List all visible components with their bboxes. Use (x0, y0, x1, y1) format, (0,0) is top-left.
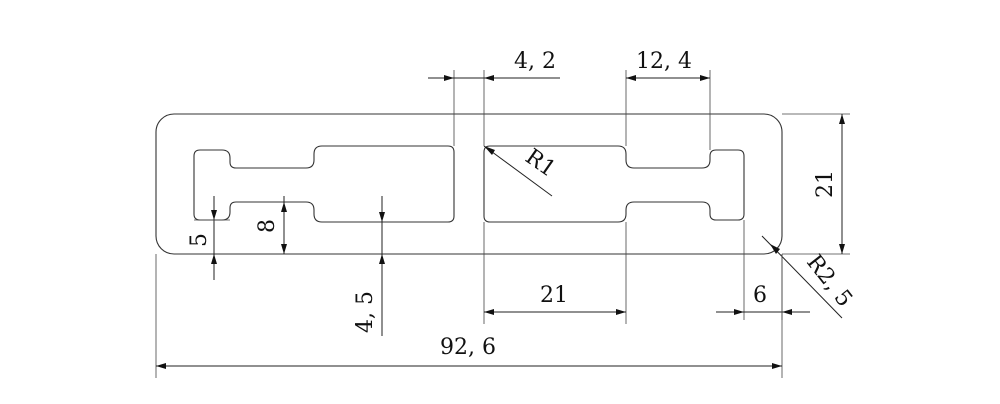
arrow-4-2-left (444, 75, 454, 81)
arrow-8-top (281, 202, 287, 212)
arrow-5-top (211, 210, 217, 220)
dim-label-8: 8 (255, 219, 280, 233)
left-cavity (193, 145, 455, 223)
arrow-4-5-bottom (379, 254, 385, 264)
leader-r1 (483, 145, 553, 197)
arrow-mid21-right (616, 309, 626, 315)
arrow-overall-right (772, 363, 782, 369)
dim-label-r2-5: R2, 5 (801, 250, 857, 312)
arrow-21-top (839, 114, 845, 124)
arrow-r1 (484, 146, 495, 155)
arrow-8-bottom (281, 244, 287, 254)
arrow-mid21-left (484, 309, 494, 315)
arrow-5-bottom (211, 254, 217, 264)
profile-outline (155, 113, 783, 255)
arrow-21-bottom (839, 244, 845, 254)
dim-label-6: 6 (753, 283, 767, 308)
arrow-6-left (734, 309, 744, 315)
dim-label-4-5: 4, 5 (353, 291, 378, 333)
arrow-4-2-right (484, 75, 494, 81)
right-cavity (483, 145, 745, 223)
arrow-12-4-right (700, 75, 710, 81)
arrow-6-right (782, 309, 792, 315)
dim-label-overall-92-6: 92, 6 (440, 335, 496, 360)
arrow-12-4-left (626, 75, 636, 81)
dim-label-5: 5 (187, 233, 212, 247)
dim-label-4-2: 4, 2 (514, 49, 556, 74)
dim-label-mid-21: 21 (540, 283, 568, 308)
arrow-r2-5 (770, 244, 780, 254)
arrow-overall-left (156, 363, 166, 369)
arrow-4-5-top (379, 212, 385, 222)
dim-label-12-4: 12, 4 (636, 49, 692, 74)
dim-label-height-21: 21 (813, 170, 838, 198)
